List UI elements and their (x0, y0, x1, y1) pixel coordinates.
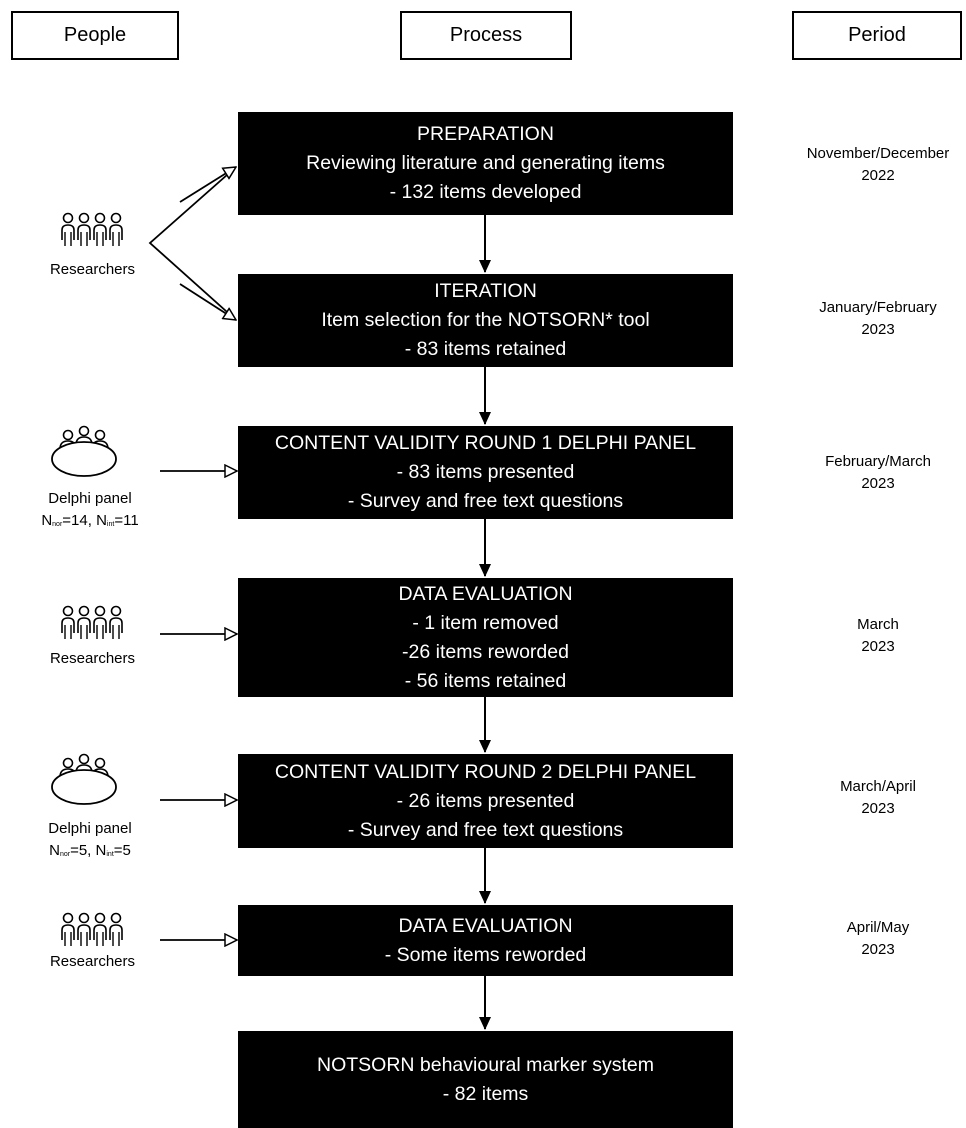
step-line: - 56 items retained (404, 669, 567, 692)
process-header-label: Process (449, 24, 523, 46)
period-header-label: Period (848, 24, 906, 46)
period-year: 2023 (861, 475, 895, 492)
people-name: Delphi panel (48, 820, 132, 837)
step-line: - 83 items retained (404, 338, 567, 360)
period-label: April/May 2023 (788, 917, 966, 961)
people-label-researchers: Researchers (30, 259, 155, 281)
people-label-delphi-panel: Delphi panel Nnor=14, Nint=11 (15, 488, 165, 536)
researchers-arrow-preparation (179, 167, 236, 203)
period-months: March (857, 616, 899, 633)
step-data-evaluation-2: DATA EVALUATION - Some items reworded (238, 905, 733, 976)
process-header: Process (400, 11, 572, 60)
step-line: - 83 items presented (396, 461, 575, 483)
period-months: November/December (806, 145, 950, 162)
period-months: January/February (819, 299, 937, 316)
period-months: March/April (840, 778, 916, 795)
step-line: - Some items reworded (384, 943, 587, 966)
delphi-panel-icon (51, 425, 117, 477)
step-title: NOTSORN behavioural marker system (316, 1053, 654, 1076)
people-header: People (11, 11, 179, 60)
panel-size: Nnor=14, Nint=11 (41, 512, 139, 529)
period-label: January/February 2023 (788, 297, 966, 341)
step-preparation: PREPARATION Reviewing literature and gen… (238, 112, 733, 215)
researchers-icon (62, 914, 122, 947)
step-title: ITERATION (434, 280, 537, 302)
step-line: - Survey and free text questions (347, 490, 624, 512)
people-name: Researchers (49, 261, 136, 278)
people-header-label: People (63, 24, 127, 46)
step-line: -26 items reworded (402, 640, 569, 663)
period-label: March 2023 (788, 614, 966, 658)
step-line: Item selection for the NOTSORN* tool (321, 309, 650, 331)
period-months: February/March (825, 453, 931, 470)
delphi-panel-icon (51, 753, 117, 805)
people-label-delphi-panel: Delphi panel Nnor=5, Nint=5 (15, 818, 165, 866)
researchers-icon (62, 607, 122, 640)
step-content-validity-round-1: CONTENT VALIDITY ROUND 1 DELPHI PANEL - … (238, 426, 733, 519)
period-months: April/May (846, 919, 910, 936)
period-year: 2023 (861, 941, 895, 958)
step-title: CONTENT VALIDITY ROUND 1 DELPHI PANEL (274, 432, 697, 454)
researchers-fork-line (148, 166, 237, 321)
period-label: March/April 2023 (788, 776, 966, 820)
people-label-researchers: Researchers (30, 951, 155, 973)
step-line: - Survey and free text questions (347, 818, 624, 841)
step-title: PREPARATION (417, 123, 554, 145)
panel-size: Nnor=5, Nint=5 (49, 842, 131, 859)
period-year: 2023 (861, 638, 895, 655)
period-label: February/March 2023 (788, 451, 966, 495)
people-name: Researchers (49, 650, 136, 667)
step-line: - 26 items presented (396, 789, 575, 812)
step-content-validity-round-2: CONTENT VALIDITY ROUND 2 DELPHI PANEL - … (238, 754, 733, 848)
people-name: Delphi panel (48, 490, 132, 507)
step-line: Reviewing literature and generating item… (306, 152, 665, 174)
researchers-icon (62, 214, 122, 247)
period-year: 2023 (861, 321, 895, 338)
step-final-marker-system: NOTSORN behavioural marker system - 82 i… (238, 1031, 733, 1128)
researchers-arrow-iteration (179, 283, 236, 320)
people-label-researchers: Researchers (30, 648, 155, 670)
step-title: DATA EVALUATION (398, 582, 573, 605)
step-iteration: ITERATION Item selection for the NOTSORN… (238, 274, 733, 367)
step-line: - 1 item removed (412, 611, 559, 634)
step-title: CONTENT VALIDITY ROUND 2 DELPHI PANEL (274, 760, 697, 783)
step-title: DATA EVALUATION (398, 914, 573, 937)
period-header: Period (792, 11, 962, 60)
period-year: 2023 (861, 800, 895, 817)
people-name: Researchers (49, 953, 136, 970)
step-line: - 132 items developed (389, 181, 582, 203)
step-line: - 82 items (442, 1082, 529, 1105)
step-data-evaluation-1: DATA EVALUATION - 1 item removed -26 ite… (238, 578, 733, 697)
period-label: November/December 2022 (788, 143, 966, 187)
period-year: 2022 (861, 167, 895, 184)
